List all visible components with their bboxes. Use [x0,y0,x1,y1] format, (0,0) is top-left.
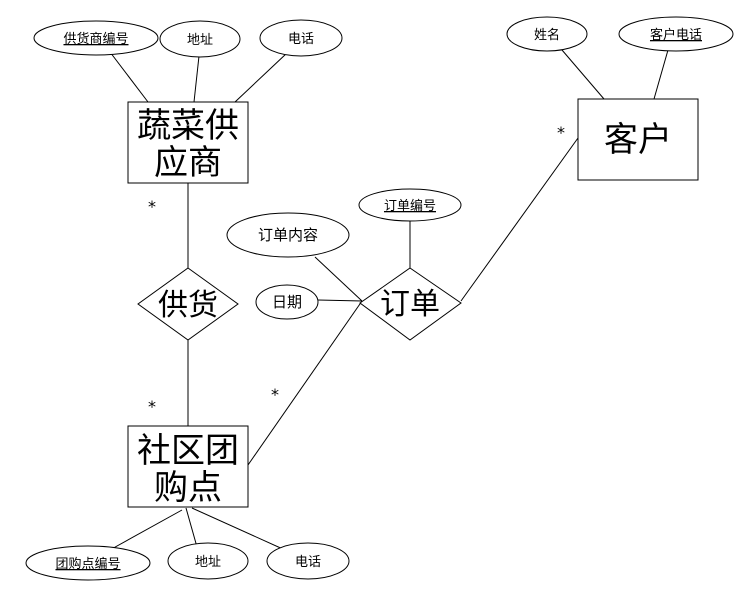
line-order-content [314,256,363,302]
attribute-supplier-phone-label: 电话 [288,32,314,47]
connector-lines [107,49,669,552]
line-order-date [317,299,363,302]
line-supplier-id [109,51,149,103]
cardinality-point-supply: * [148,397,156,416]
relationship-supply-label: 供货 [158,288,218,323]
line-supplier-phone [234,52,288,103]
attribute-supplier-id-label: 供货商编号 [63,31,128,47]
attribute-point-id-label: 团购点编号 [55,556,120,572]
attribute-supplier-phone[interactable]: 电话 [259,19,343,57]
line-point-address [185,507,198,548]
entity-customer-label: 客户 [604,120,672,160]
attribute-customer-name[interactable]: 姓名 [506,16,588,52]
attribute-point-id[interactable]: 团购点编号 [25,545,151,581]
cardinality-supplier-supply: * [148,197,156,216]
entity-supplier-line1: 蔬菜供 [137,106,239,146]
attribute-supplier-address[interactable]: 地址 [159,20,241,58]
entity-community-point[interactable]: 社区团 购点 [127,425,249,508]
attribute-order-content[interactable]: 订单内容 [226,212,350,258]
attribute-supplier-id[interactable]: 供货商编号 [33,20,159,56]
attribute-point-address-label: 地址 [195,555,221,570]
line-supplier-address [193,55,200,103]
cardinality-customer-order: * [557,123,565,142]
line-point-id [107,509,183,552]
entity-community-point-line2: 购点 [154,468,222,508]
attribute-supplier-address-label: 地址 [187,33,213,48]
attribute-order-id-label: 订单编号 [384,199,436,214]
attribute-order-date[interactable]: 日期 [255,284,319,320]
attribute-customer-phone-label: 客户电话 [650,27,702,43]
line-point-order [247,300,363,466]
attribute-point-phone-label: 电话 [295,555,321,570]
line-point-phone [191,507,286,551]
line-order-customer [460,137,579,302]
attribute-order-content-label: 订单内容 [258,226,318,244]
attribute-order-date-label: 日期 [272,293,302,311]
cardinality-point-order: * [271,385,279,404]
attribute-customer-phone[interactable]: 客户电话 [618,16,734,52]
attribute-point-phone[interactable]: 电话 [266,542,350,580]
attribute-customer-name-label: 姓名 [534,27,560,43]
relationship-order[interactable]: 订单 [359,267,462,341]
entity-supplier[interactable]: 蔬菜供 应商 [127,101,249,184]
relationship-supply[interactable]: 供货 [137,267,239,341]
entity-supplier-line2: 应商 [154,143,222,183]
relationship-order-label: 订单 [380,287,440,322]
line-customer-name [561,49,605,100]
entity-customer[interactable]: 客户 [577,98,699,181]
attribute-point-address[interactable]: 地址 [167,542,249,580]
entity-community-point-line1: 社区团 [137,431,239,471]
line-customer-phone [653,49,669,100]
attribute-order-id[interactable]: 订单编号 [358,188,462,222]
